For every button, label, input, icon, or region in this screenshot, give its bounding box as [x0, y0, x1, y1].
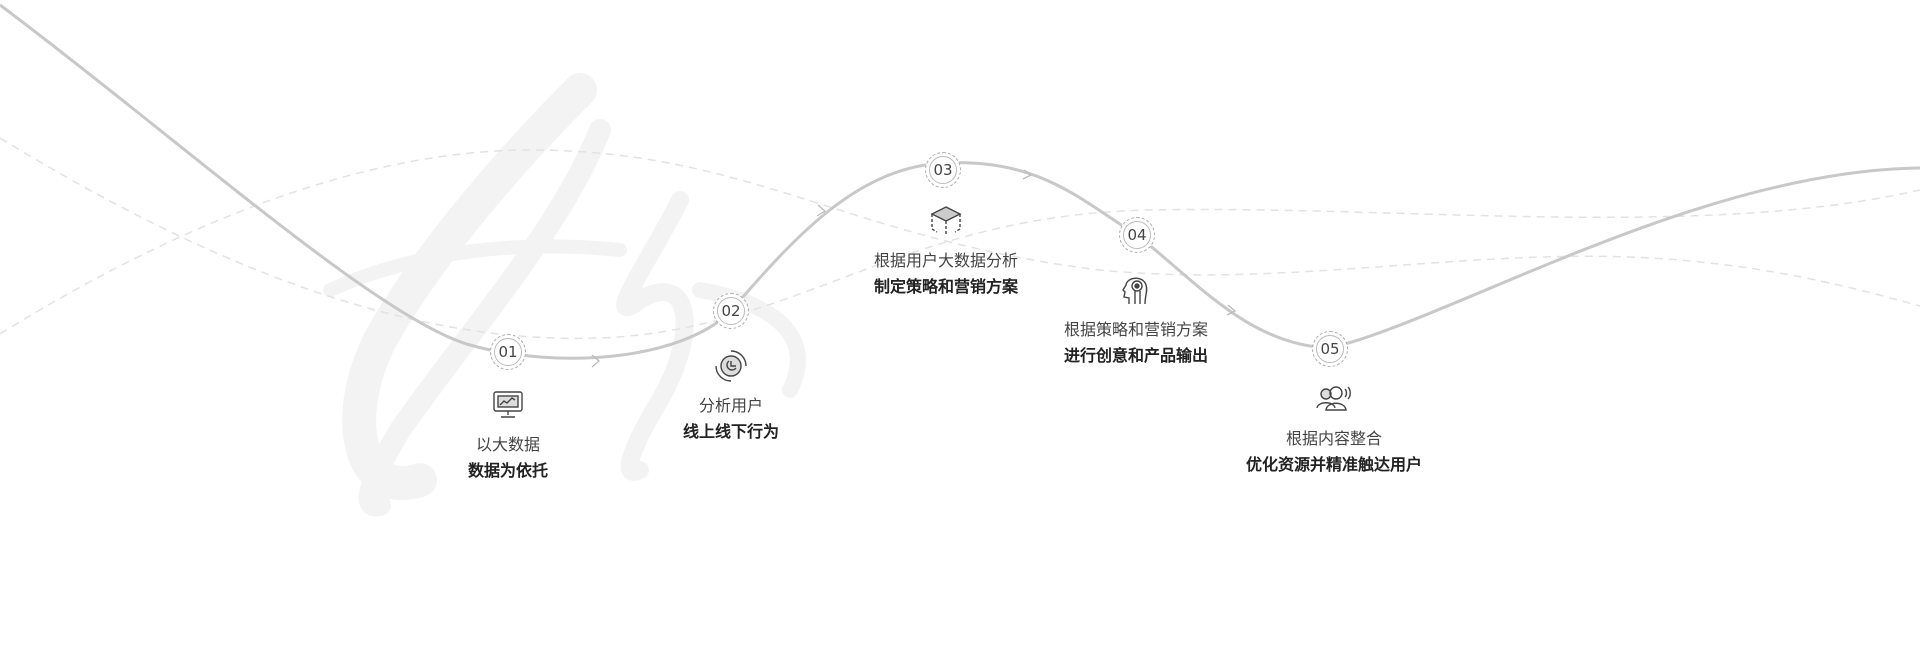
step-subtitle: 数据为依托 [467, 461, 548, 480]
step-title: 分析用户 [698, 396, 763, 415]
step-node-01: 01 [490, 334, 526, 370]
cube-icon [930, 206, 962, 235]
monitor-chart-icon [493, 391, 523, 418]
direction-arrows [591, 169, 1237, 368]
step-number: 02 [717, 297, 745, 325]
step-title: 根据用户大数据分析 [873, 251, 1018, 270]
step-05: 根据内容整合 优化资源并精准触达用户 [1174, 382, 1494, 478]
step-number: 04 [1123, 221, 1151, 249]
step-number: 01 [494, 338, 522, 366]
step-03: 根据用户大数据分析 制定策略和营销方案 [786, 204, 1106, 300]
users-broadcast-icon [1316, 386, 1351, 411]
dashed-curve-2 [0, 149, 1920, 335]
step-title: 根据策略和营销方案 [1063, 320, 1208, 339]
step-node-03: 03 [925, 152, 961, 188]
step-node-04: 04 [1119, 217, 1155, 253]
calligraphy-watermark [323, 73, 806, 517]
dashed-curve-1 [0, 137, 1920, 340]
step-04: 根据策略和营销方案 进行创意和产品输出 [976, 273, 1296, 369]
step-subtitle: 优化资源并精准触达用户 [1245, 455, 1422, 474]
head-idea-icon [1122, 277, 1148, 305]
step-subtitle: 进行创意和产品输出 [1063, 346, 1208, 365]
pie-chart-cycle-icon [715, 350, 747, 382]
step-node-02: 02 [713, 293, 749, 329]
step-subtitle: 线上线下行为 [682, 422, 779, 441]
step-02: 分析用户 线上线下行为 [571, 349, 891, 445]
step-title: 根据内容整合 [1285, 429, 1382, 448]
step-node-05: 05 [1312, 331, 1348, 367]
step-number: 05 [1316, 335, 1344, 363]
step-01: 以大数据 数据为依托 [348, 388, 668, 484]
main-curve [0, 3, 1920, 360]
step-title: 以大数据 [475, 435, 540, 454]
step-subtitle: 制定策略和营销方案 [873, 277, 1018, 296]
step-number: 03 [929, 156, 957, 184]
